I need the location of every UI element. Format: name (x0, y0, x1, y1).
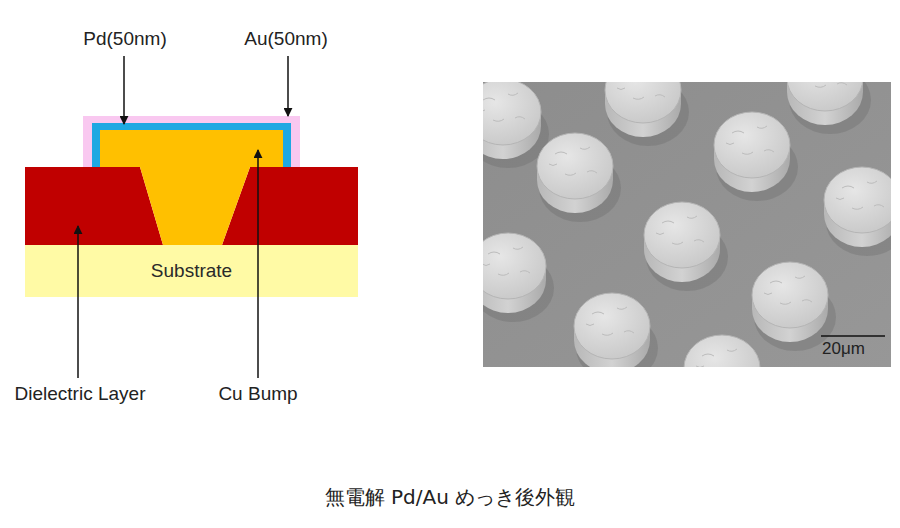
dielectric-layer (25, 167, 163, 245)
layer-label: Au(50nm) (244, 28, 327, 50)
scale-bar (821, 335, 885, 337)
figure-caption: 無電解 Pd/Au めっき後外観 (0, 484, 900, 511)
leader-line (257, 150, 259, 378)
leader-line (77, 226, 79, 378)
sem-image (483, 82, 891, 367)
layer-label: Pd(50nm) (83, 28, 166, 50)
node-text: Substrate (151, 260, 232, 282)
leader-line (123, 56, 125, 124)
cross-section (25, 116, 358, 297)
substrate-band: Substrate (25, 245, 358, 297)
leader-line (287, 56, 289, 116)
cu-bump (100, 130, 283, 245)
part-label: Dielectric Layer (15, 383, 146, 405)
scale-label: 20μm (822, 339, 865, 359)
part-label: Cu Bump (218, 383, 297, 405)
leader-lines (78, 56, 288, 378)
substrate-fill (25, 245, 358, 297)
